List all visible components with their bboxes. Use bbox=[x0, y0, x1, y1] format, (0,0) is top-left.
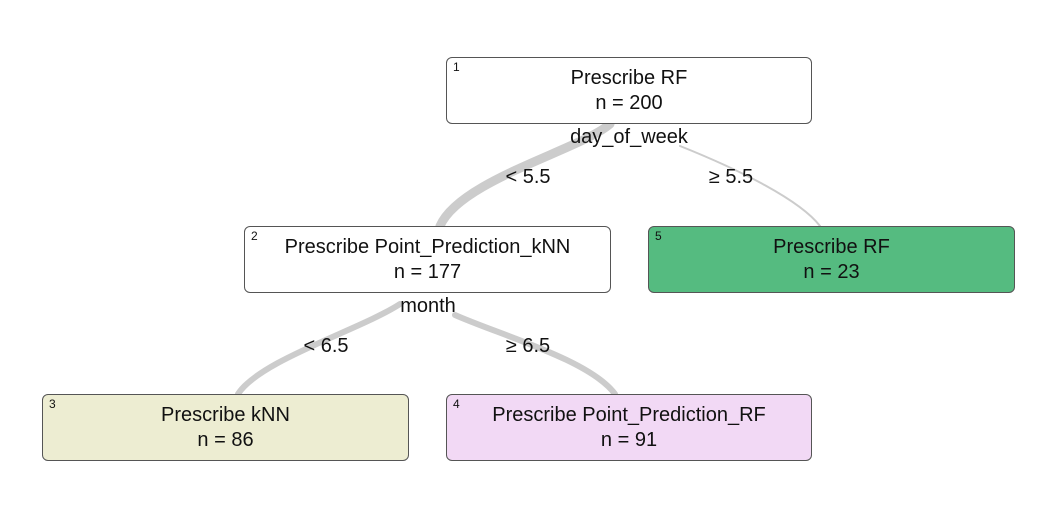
tree-node-5: 5 Prescribe RF n = 23 bbox=[648, 226, 1015, 293]
node-count: n = 200 bbox=[595, 92, 663, 114]
node-number: 3 bbox=[49, 397, 56, 411]
node-count: n = 91 bbox=[600, 429, 658, 451]
split-variable-2: month bbox=[400, 295, 456, 317]
node-label: Prescribe RF bbox=[570, 67, 688, 89]
node-label: Prescribe RF bbox=[773, 236, 890, 258]
edge-1-2 bbox=[435, 119, 615, 231]
node-number: 5 bbox=[655, 229, 662, 243]
split-right-1: ≥ 5.5 bbox=[708, 166, 754, 188]
node-number: 1 bbox=[453, 60, 460, 74]
edge-1-5 bbox=[679, 145, 821, 227]
node-count: n = 86 bbox=[197, 429, 254, 451]
node-count: n = 23 bbox=[803, 261, 860, 283]
node-count: n = 177 bbox=[393, 261, 462, 283]
node-number: 4 bbox=[453, 397, 460, 411]
node-label: Prescribe kNN bbox=[161, 404, 290, 426]
edge-2-3 bbox=[235, 301, 403, 397]
tree-node-4: 4 Prescribe Point_Prediction_RF n = 91 bbox=[446, 394, 812, 461]
split-variable-1: day_of_week bbox=[570, 126, 688, 148]
tree-node-2: 2 Prescribe Point_Prediction_kNN n = 177 bbox=[244, 226, 611, 293]
split-left-2: < 6.5 bbox=[303, 335, 349, 357]
node-label: Prescribe Point_Prediction_kNN bbox=[284, 236, 571, 258]
node-number: 2 bbox=[251, 229, 258, 243]
split-left-1: < 5.5 bbox=[505, 166, 551, 188]
tree-node-1: 1 Prescribe RF n = 200 bbox=[446, 57, 812, 124]
split-right-2: ≥ 6.5 bbox=[505, 335, 551, 357]
node-label: Prescribe Point_Prediction_RF bbox=[492, 404, 766, 426]
tree-node-3: 3 Prescribe kNN n = 86 bbox=[42, 394, 409, 461]
edge-2-4 bbox=[452, 312, 618, 397]
